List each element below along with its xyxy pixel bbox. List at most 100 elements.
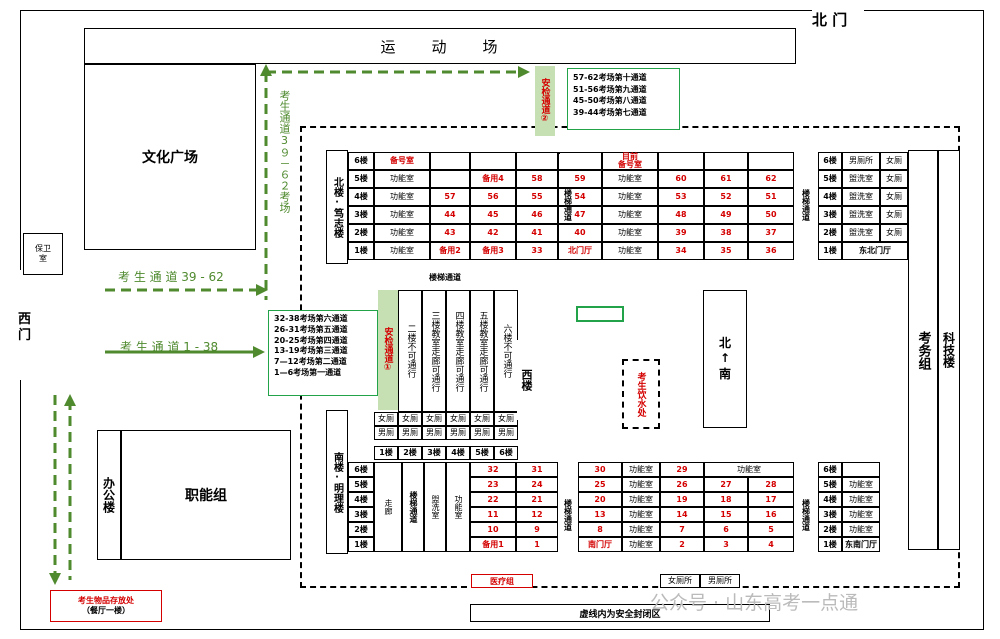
west-column: 六楼不可通行: [494, 290, 518, 412]
room-cell: 盥洗室: [842, 170, 880, 188]
toilet-cell: 男厕: [398, 426, 422, 440]
toilet-cell: 男厕: [374, 426, 398, 440]
floor-label: 6楼: [348, 152, 374, 170]
floor-label: 2楼: [818, 522, 842, 537]
room-cell: 功能室: [622, 492, 660, 507]
room-cell: 南门厅: [578, 537, 622, 552]
north-stairs-label: 楼梯通道: [429, 273, 461, 282]
room-cell: 13: [578, 507, 622, 522]
floor-label: 4楼: [348, 492, 374, 507]
floor-label: 5楼: [348, 477, 374, 492]
room-cell: 功能室: [842, 507, 880, 522]
toilet-cell: 女厕: [398, 412, 422, 426]
floor-label: 4楼: [348, 188, 374, 206]
room-cell: 功能室: [374, 206, 430, 224]
room-cell: 女厕: [880, 224, 908, 242]
legend-top-item: 45-50考场第八通道: [573, 96, 647, 106]
floor-label: 3楼: [818, 206, 842, 224]
room-cell: 59: [558, 170, 602, 188]
south-bottom-toilet: 男厕所: [700, 574, 740, 588]
toilet-cell: 女厕: [374, 412, 398, 426]
guard-room: 保卫 室: [23, 233, 63, 275]
room-cell: 功能室: [374, 170, 430, 188]
room-cell: 功能室: [842, 477, 880, 492]
room-cell: 女厕: [880, 152, 908, 170]
room-cell: 36: [748, 242, 794, 260]
medical-group: 医疗组: [471, 574, 533, 588]
room-cell: 功能室: [622, 537, 660, 552]
stairs-label: 楼梯通道: [801, 189, 811, 221]
north-south-label: 北↑南: [718, 335, 731, 381]
room-cell: 27: [704, 477, 748, 492]
green-marker: [576, 306, 624, 322]
functional-group: 职能组: [121, 430, 291, 560]
room-cell: 女厕: [880, 206, 908, 224]
floor-label: 1楼: [348, 537, 374, 552]
toilet-cell: 男厕: [422, 426, 446, 440]
floor-label: 3楼: [348, 507, 374, 522]
room-cell: 备用4: [470, 170, 516, 188]
room-cell: 22: [470, 492, 516, 507]
floor-label: 6楼: [818, 462, 842, 477]
floor-label: 2楼: [818, 224, 842, 242]
room-cell: 55: [516, 188, 558, 206]
room-cell: 女厕: [880, 170, 908, 188]
legend-left-item: 1—6考场第一通道: [274, 367, 342, 377]
tech-building: 科技楼: [938, 150, 960, 550]
west-gate-gap: [14, 270, 26, 380]
room-cell: 18: [704, 492, 748, 507]
room-cell: 46: [516, 206, 558, 224]
legend-left-item: 7—12考场第二通道: [274, 357, 347, 367]
storage-label: 考生物品存放处: [78, 595, 134, 605]
corridor: 走廊: [374, 462, 402, 552]
room-cell: 盥洗室: [842, 188, 880, 206]
room-cell: 28: [748, 477, 794, 492]
room-cell: 34: [658, 242, 704, 260]
room-cell: 北门厅: [558, 242, 602, 260]
route-39-62-label: 考 生 通 道 39 - 62: [118, 270, 224, 284]
room-cell: 39: [658, 224, 704, 242]
room-cell: 1: [516, 537, 558, 552]
floor-label: 6楼: [348, 462, 374, 477]
room-cell: 东南门厅: [842, 537, 880, 552]
room-cell: 24: [516, 477, 558, 492]
stairs-label: 楼梯通道: [801, 499, 811, 531]
office-building: 办公楼: [97, 430, 121, 560]
storage-sublabel: （餐厅一楼）: [82, 606, 130, 615]
room-cell: 32: [470, 462, 516, 477]
floor-label: 3楼: [348, 206, 374, 224]
room-cell: 功能室: [622, 462, 660, 477]
floor-label: 1楼: [818, 242, 842, 260]
room-cell: 43: [430, 224, 470, 242]
room-cell: 29: [660, 462, 704, 477]
room-cell: 62: [748, 170, 794, 188]
west-building-label: 西楼: [517, 340, 535, 420]
west-column: 二楼不可通行: [398, 290, 422, 412]
divider: [558, 152, 560, 154]
floor-label: 5楼: [470, 446, 494, 460]
room-cell: 35: [704, 242, 748, 260]
room-cell: 功能室: [374, 188, 430, 206]
south-bottom-toilet: 女厕所: [660, 574, 700, 588]
function-room: 功能室: [446, 462, 470, 552]
room-cell: 21: [516, 492, 558, 507]
room-cell: 功能室: [602, 206, 658, 224]
room-cell: 功能室: [622, 522, 660, 537]
floor-label: 5楼: [818, 477, 842, 492]
empty-cell: [748, 152, 794, 170]
room-cell: 51: [748, 188, 794, 206]
room-cell: 42: [470, 224, 516, 242]
room-cell: 功能室: [842, 492, 880, 507]
legend-top-item: 51-56考场第九通道: [573, 84, 647, 94]
room-cell: 盥洗室: [842, 206, 880, 224]
room-cell: 功能室: [602, 242, 658, 260]
floor-label: 1楼: [818, 537, 842, 552]
floor-label: 5楼: [818, 170, 842, 188]
room-cell: 33: [516, 242, 558, 260]
water-station: [622, 359, 660, 429]
empty-cell: [430, 170, 470, 188]
room-cell: 备用2: [430, 242, 470, 260]
room-cell: 57: [430, 188, 470, 206]
security-note: 虚线内为安全封闭区: [470, 604, 770, 622]
room-cell: 7: [660, 522, 704, 537]
